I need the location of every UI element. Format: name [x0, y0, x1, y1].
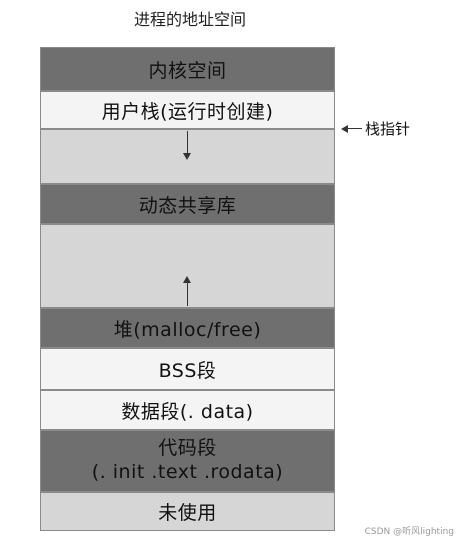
stack-down-arrow-icon — [183, 153, 191, 160]
stack-down-arrow-line — [187, 131, 188, 153]
data-segment: 数据段(. data) — [40, 390, 335, 430]
heap-up-arrow-icon — [183, 276, 191, 283]
stack-pointer-line — [348, 128, 362, 129]
bss-segment: BSS段 — [40, 348, 335, 390]
shared-library-segment: 动态共享库 — [40, 184, 335, 224]
address-space-stack: 内核空间 用户栈(运行时创建) 动态共享库 堆(malloc/free) BSS… — [40, 47, 337, 531]
kernel-space-segment: 内核空间 — [40, 47, 335, 91]
unused-segment: 未使用 — [40, 492, 335, 531]
code-segment-sections: (. init .text .rodata) — [91, 461, 284, 483]
code-segment: 代码段 (. init .text .rodata) — [40, 430, 335, 492]
left-arrow-icon — [341, 124, 348, 133]
user-stack-segment: 用户栈(运行时创建) — [40, 91, 335, 129]
diagram-title: 进程的地址空间 — [133, 10, 246, 29]
code-segment-title: 代码段 — [158, 437, 217, 460]
heap-segment: 堆(malloc/free) — [40, 308, 335, 348]
watermark: CSDN @听风lighting — [364, 527, 454, 537]
stack-pointer-annotation: 栈指针 — [341, 118, 410, 139]
stack-pointer-label: 栈指针 — [365, 120, 411, 138]
heap-up-arrow-line — [187, 283, 188, 306]
